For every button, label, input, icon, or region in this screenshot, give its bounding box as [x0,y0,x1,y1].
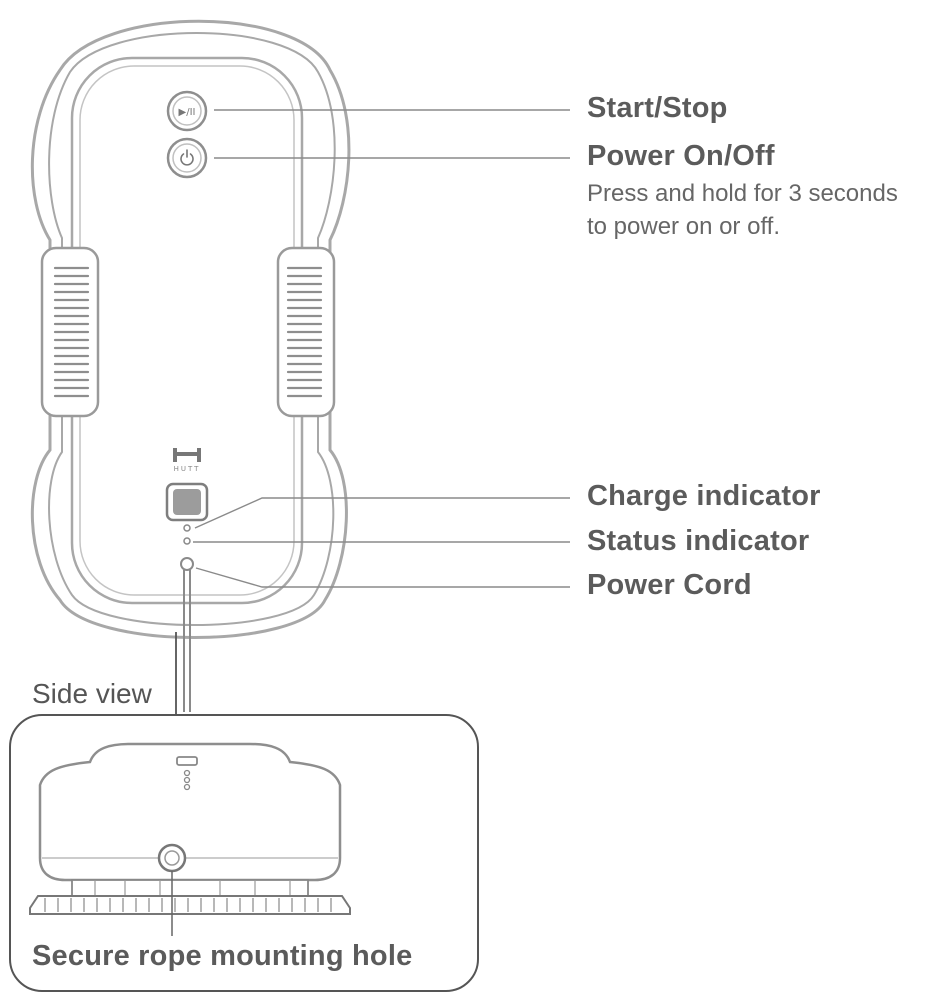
leader-cord [195,567,570,588]
label-power-desc-line2: to power on or off. [587,213,781,240]
charge-indicator-led [183,524,191,532]
label-status-indicator: Status indicator [587,525,810,557]
left-grip [40,246,100,418]
left-grip-ridges [53,266,90,398]
start-stop-icon: ▶/II [179,107,196,118]
rope-hole [157,843,187,873]
label-power-cord: Power Cord [587,569,752,601]
leader-lines [193,109,570,588]
leader-charge [194,497,570,529]
right-grip-ridges [286,266,323,398]
status-indicator-led [183,537,191,545]
hutt-logo: HUTT [173,448,201,473]
side-view-box [9,714,479,992]
power-button [166,137,208,179]
side-body [38,742,342,882]
power-icon [180,149,194,166]
right-grip [276,246,336,418]
logo-text: HUTT [174,465,201,473]
label-start-stop: Start/Stop [587,92,728,124]
label-charge-indicator: Charge indicator [587,480,821,512]
label-power-on-off: Power On/Off [587,140,775,172]
label-power-desc-line1: Press and hold for 3 seconds [587,180,898,207]
outer-shell [30,19,351,639]
power-cord [180,557,194,712]
center-pad [165,482,209,522]
label-rope-hole: Secure rope mounting hole [32,940,413,972]
side-pads [29,895,351,915]
shell-rim [48,32,336,626]
start-stop-button: ▶/II [166,90,208,132]
side-slot [176,756,198,766]
side-feet [71,879,309,897]
robot-side-view [29,742,351,936]
label-side-view: Side view [32,678,152,709]
